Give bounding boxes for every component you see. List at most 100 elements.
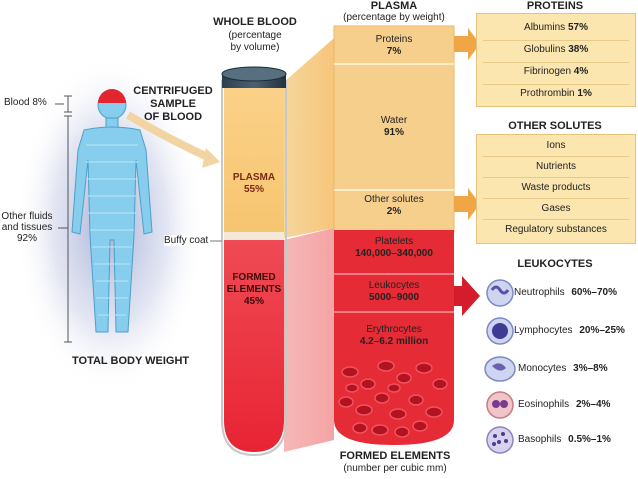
subtitle-line: (percentage (228, 30, 282, 41)
other-fluids-line: Other fluids (1, 211, 53, 222)
whole-blood-title: WHOLE BLOOD (213, 16, 297, 28)
formed-platelets-item: Platelets 140,000–340,000 (334, 236, 454, 260)
formed-funnel (284, 228, 334, 452)
proteins-panel: Albumins 57% Globulins 38% Fibrinogen 4%… (476, 13, 636, 107)
total-body-weight-label: TOTAL BODY WEIGHT (72, 355, 190, 367)
formed-elements-subtitle: (number per cubic mm) (343, 463, 447, 474)
plasma-subtitle: (percentage by weight) (343, 12, 445, 23)
leukocyte-row-neutrophils: Neutrophils 60%–70% (476, 274, 634, 312)
leukocyte-name: Basophils (518, 434, 562, 445)
tube-plasma-name: PLASMA (232, 172, 276, 183)
weight-brackets (55, 95, 72, 343)
plasma-item-name: Proteins (375, 34, 413, 45)
centrifuged-line: CENTRIFUGED (133, 85, 213, 97)
solute-row: Regulatory substances (505, 224, 607, 235)
formed-item-name: Platelets (374, 236, 414, 247)
leukocyte-value: 60%–70% (571, 287, 617, 298)
subtitle-line: by volume) (230, 42, 280, 53)
plasma-proteins-item: Proteins 7% (334, 34, 454, 58)
plasma-item-value: 2% (386, 206, 402, 217)
tube-formed-label: FORMED ELEMENTS 45% (224, 272, 284, 308)
leukocytes-title: LEUKOCYTES (517, 258, 593, 270)
centrifuged-line: OF BLOOD (143, 111, 203, 123)
formed-item-name: Erythrocytes (366, 324, 422, 335)
leukocyte-value: 0.5%–1% (568, 434, 611, 445)
protein-row: Globulins 38% (477, 44, 635, 55)
protein-value: 4% (573, 66, 589, 77)
formed-item-value: 140,000–340,000 (355, 248, 433, 259)
protein-row: Fibrinogen 4% (477, 66, 635, 77)
other-fluids-label: Other fluids and tissues 92% (0, 211, 56, 244)
tube-plasma-pct: 55% (243, 184, 264, 195)
protein-name: Albumins (524, 22, 566, 33)
tube-formed-line: ELEMENTS (226, 284, 282, 295)
leukocyte-row-eosinophils: Eosinophils 2%–4% (476, 386, 634, 424)
centrifuged-line: SAMPLE (150, 98, 196, 110)
other-fluids-line: 92% (16, 233, 37, 244)
protein-value: 57% (567, 22, 588, 33)
plasma-funnel (284, 38, 334, 238)
leukocyte-value: 2%–4% (575, 399, 611, 410)
formed-elements-title: FORMED ELEMENTS (339, 450, 451, 462)
solute-row: Gases (541, 203, 571, 214)
leukocyte-label: Lymphocytes 20%–25% (514, 325, 625, 336)
protein-value: 38% (568, 44, 589, 55)
plasma-water-item: Water 91% (334, 115, 454, 139)
leukocyte-name: Eosinophils (518, 399, 570, 410)
test-tube (164, 66, 287, 457)
leukocyte-label: Eosinophils 2%–4% (518, 399, 610, 410)
arrow-proteins (454, 28, 480, 60)
leukocyte-name: Neutrophils (514, 287, 565, 298)
body-lines (86, 144, 138, 316)
formed-erythrocytes-item: Erythrocytes 4.2–6.2 million (334, 324, 454, 348)
plasma-solutes-item: Other solutes 2% (334, 194, 454, 218)
leukocyte-label: Neutrophils 60%–70% (514, 287, 617, 298)
protein-row: Albumins 57% (477, 22, 635, 33)
buffy-coat-label: Buffy coat (164, 235, 211, 246)
erythrocytes-icon (338, 360, 448, 438)
plasma-item-value: 91% (383, 127, 404, 138)
leukocyte-label: Basophils 0.5%–1% (518, 434, 611, 445)
leukocyte-value: 3%–8% (573, 363, 608, 374)
other-solutes-title: OTHER SOLUTES (508, 120, 602, 132)
protein-name: Fibrinogen (523, 66, 572, 77)
formed-leukocytes-item: Leukocytes 5000–9000 (334, 280, 454, 304)
proteins-title: PROTEINS (526, 0, 584, 12)
protein-name: Globulins (523, 44, 566, 55)
leukocyte-name: Monocytes (518, 363, 567, 374)
protein-value: 1% (577, 88, 592, 99)
tube-formed-pct: 45% (243, 296, 264, 307)
plasma-title: PLASMA (370, 0, 418, 12)
solute-row: Nutrients (535, 161, 576, 172)
whole-blood-subtitle: (percentage by volume) (200, 30, 310, 54)
tube-formed-line: FORMED (232, 272, 276, 283)
protein-row: Prothrombin 1% (477, 88, 635, 99)
arrow-solutes (454, 188, 480, 220)
solute-row: Waste products (521, 182, 591, 193)
solute-row: Ions (546, 140, 566, 151)
leukocyte-row-lymphocytes: Lymphocytes 20%–25% (476, 312, 634, 350)
leukocyte-label: Monocytes 3%–8% (518, 363, 608, 374)
formed-item-value: 5000–9000 (368, 292, 420, 303)
plasma-item-name: Other solutes (364, 194, 424, 205)
sample-arrow (125, 111, 212, 162)
tube-plasma-label: PLASMA 55% (224, 172, 284, 196)
plasma-item-value: 7% (386, 46, 402, 57)
plasma-item-name: Water (380, 115, 408, 126)
protein-name: Prothrombin (520, 88, 575, 99)
formed-column (334, 230, 454, 445)
leukocyte-value: 20%–25% (579, 325, 625, 336)
other-solutes-panel: Ions Nutrients Waste products Gases Regu… (476, 134, 636, 244)
blood-fraction-head (98, 89, 126, 103)
formed-item-name: Leukocytes (368, 280, 420, 291)
blood-percent-label: Blood 8% (4, 97, 47, 108)
plasma-column (334, 26, 454, 232)
other-fluids-line: and tissues (1, 222, 53, 233)
leukocyte-row-basophils: Basophils 0.5%–1% (476, 421, 634, 459)
leukocyte-row-monocytes: Monocytes 3%–8% (476, 350, 634, 388)
formed-item-value: 4.2–6.2 million (359, 336, 429, 347)
leukocyte-icons (484, 279, 516, 454)
centrifuged-sample-label: CENTRIFUGED SAMPLE OF BLOOD (130, 85, 216, 124)
